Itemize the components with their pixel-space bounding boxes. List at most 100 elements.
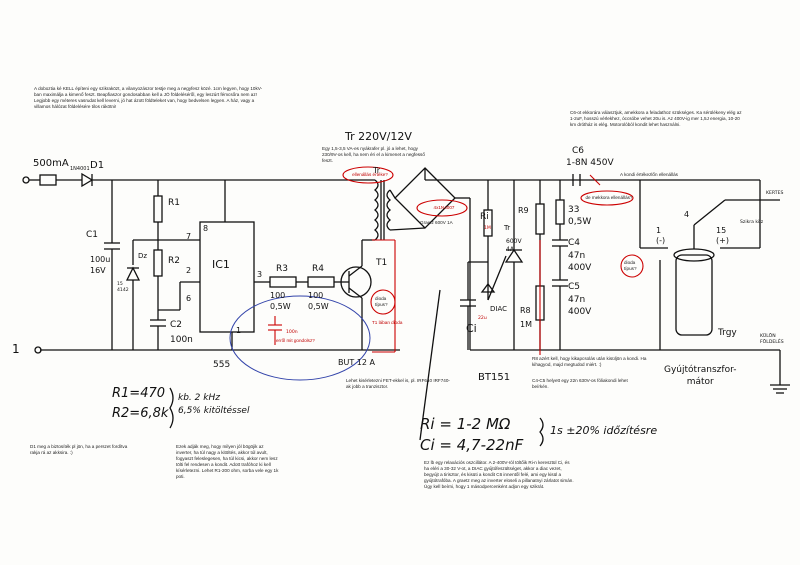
pin6-label: 6 [186, 294, 192, 303]
note-r8: R8 azért kell, hogy kikapcsolás után kis… [532, 356, 647, 367]
t1-name: BUT 12 A [338, 358, 375, 367]
input-terminal-plus [22, 176, 30, 184]
thyristor-value: 600V 4A [506, 238, 522, 253]
note-d1: D1 meg a biztosíték pl jön, ha a perszet… [30, 444, 128, 455]
input-terminal-minus [34, 346, 42, 354]
formula-t-note: 1s ±20% időzítésre [550, 424, 658, 437]
transformer-label: Tr [373, 166, 380, 175]
r4-value: 100 0,5W [308, 291, 329, 311]
ri-label: Ri [480, 212, 489, 222]
c6-label: C6 [572, 146, 585, 156]
d1-label: D1 [90, 160, 105, 171]
kulon-label: KÜLÖN FÖLDELÉS [760, 334, 784, 345]
c1-value: 100u 16V [90, 255, 111, 275]
blue-circle-annotation [229, 295, 371, 381]
bubble-dioda2-outline [620, 254, 644, 278]
bubble-bridge: 4x1N4007 [433, 205, 455, 210]
ci-value: 22u [478, 316, 487, 321]
note-right-top: C6-ot ekkorára választjuk, amekkora a fe… [570, 110, 742, 127]
formula-brace-right [539, 417, 544, 447]
bubble-kondi: A kondi értékezlőn ellenállás [620, 172, 678, 177]
c5-value: 47n 400V [568, 295, 592, 317]
note-top-left: A doboztia ké KELL építeni egy szikraköz… [34, 86, 263, 109]
coil-terminal-15: 15 (+) [716, 226, 729, 245]
r3-value: 100 0,5W [270, 291, 291, 311]
r1-resistor-symbol [153, 195, 163, 223]
coil-terminal-4: 4 [684, 210, 690, 219]
bridge-note: Graetz 600V 1A [420, 220, 453, 225]
transformer-primary [373, 179, 379, 241]
bubble-mekkora: de mekkora ellenállás? [585, 195, 633, 200]
trgy-label: Trgy [718, 328, 737, 338]
r8-value: 1M [520, 320, 532, 329]
ic1-label: IC1 [212, 258, 230, 271]
r4-resistor-symbol [307, 276, 335, 288]
r3-label: R3 [276, 264, 288, 274]
c2-label: C2 [170, 320, 183, 330]
t1-label: T1 [376, 258, 388, 268]
thyristor-tr-label: Tr [504, 224, 511, 232]
ci-label: Ci [466, 322, 477, 335]
formula-r2: R2=6,8k [112, 406, 169, 421]
zener-diode-symbol [125, 266, 141, 281]
pin2-label: 2 [186, 266, 192, 275]
dz-label: Dz [138, 252, 148, 260]
c6-value: 1-8N 450V [566, 158, 614, 168]
d1-type-label: 1N4001 [70, 166, 90, 172]
r9-label: R9 [518, 206, 529, 215]
d1-diode-symbol [81, 172, 94, 188]
diac-symbol [480, 282, 496, 293]
kertes-label: KERTES [766, 191, 784, 196]
bubble-bridge-outline [416, 199, 468, 217]
t1-transistor-symbol [340, 266, 372, 298]
cap-100n-label: 100n [286, 330, 298, 335]
formula-ci: Ci = 4,7-22nF [420, 436, 524, 454]
bubble-dioda2: dioda típus? [624, 260, 637, 271]
c2-value: 100n [170, 335, 193, 345]
pin3-label: 3 [257, 270, 263, 279]
pin1-label: 1 [236, 326, 242, 335]
coil-name: Gyújtótranszfor- mátor [664, 365, 737, 387]
c4-label: C4 [568, 238, 581, 248]
ignition-coil-body [675, 254, 713, 336]
t1-labe-note: T1 lában dioda [372, 320, 403, 325]
r2-label: R2 [168, 256, 180, 266]
bubble-ellenallas-outline [342, 166, 394, 184]
note-bottom: Ez lb egy relaxációs oszcillátor. A 2-40… [424, 460, 574, 489]
r1-label: R1 [168, 198, 180, 208]
c5-label: C5 [568, 282, 581, 292]
wiring [22, 167, 790, 447]
formula-r1: R1=470 [112, 386, 166, 401]
fuse-label: 500mA [33, 158, 69, 169]
formula-ri: Ri = 1-2 MΩ [420, 415, 511, 433]
ri-value: 1M [484, 226, 491, 231]
bubble-dioda1: dioda típus? [375, 296, 388, 307]
note-middle: Ezek adják meg, hogy milyen jól bögöjik … [176, 444, 279, 479]
diac-label: DIAC [490, 305, 508, 313]
r3-resistor-symbol [269, 276, 297, 288]
c4-value: 47n 400V [568, 251, 592, 273]
bubble-mekkora-outline [580, 190, 634, 206]
thyristor-name: BT151 [478, 372, 511, 383]
dz-value: 15 4142 [117, 282, 129, 293]
formula-r-note: kb. 2 kHz 6,5% kitöltéssel [178, 393, 250, 416]
r33-value: 33 0,5W [568, 205, 592, 227]
bubble-ellenallas: ellenállás értéke? [352, 172, 388, 177]
r9-resistor-symbol [535, 203, 545, 235]
note-t1: Lehet kisérletezni FET-ekkel is, pl. IRF… [346, 378, 450, 389]
r4-label: R4 [312, 264, 324, 274]
transformer-secondary [386, 189, 392, 231]
pin8-label: 8 [203, 224, 209, 233]
r2-resistor-symbol [153, 249, 163, 277]
note-transformer: Egy 1,5-3,5 VA-es nyákrafer pl. jó a leh… [322, 146, 425, 163]
transformer-title: Tr 220V/12V [345, 130, 412, 143]
szikra-label: Szikra köz [740, 220, 764, 225]
red-annotations [342, 166, 644, 355]
r8-label: R8 [520, 306, 531, 315]
formula-brace-left [169, 387, 174, 429]
r33-resistor-symbol [555, 199, 565, 225]
ic1-box [199, 221, 255, 333]
enh-question: erről mit gondolsz? [276, 338, 315, 343]
